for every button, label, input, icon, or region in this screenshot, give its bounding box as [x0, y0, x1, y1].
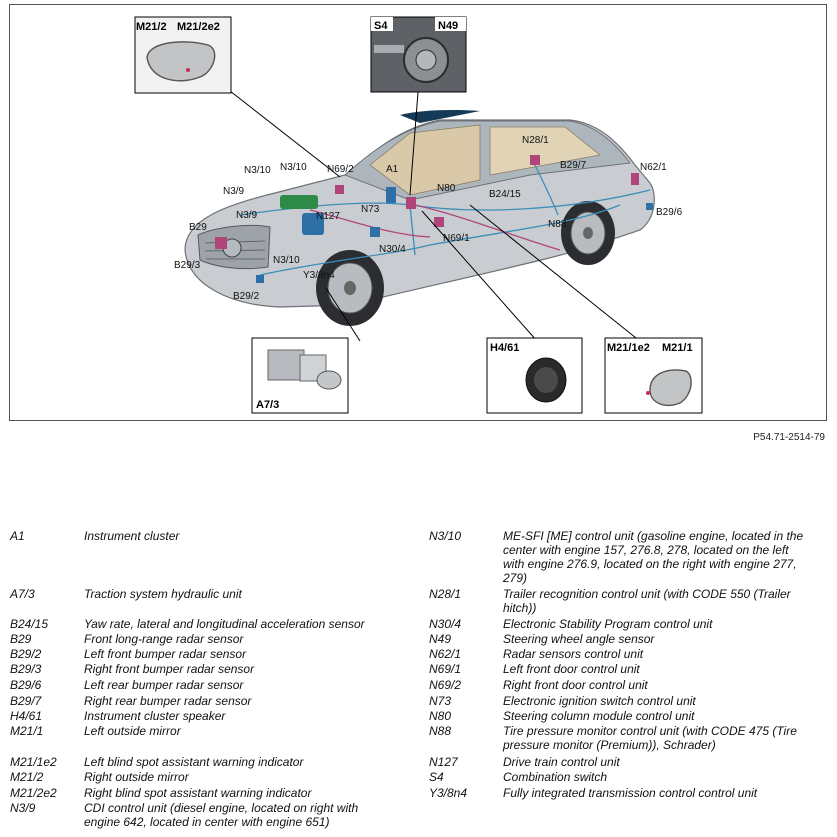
inset-label: H4/61 [490, 342, 519, 354]
callout-label: N73 [361, 204, 380, 215]
legend-code: B29/2 [10, 647, 42, 661]
inset-hydraulic-unit: A7/3 [251, 337, 349, 414]
callout-label: N62/1 [640, 162, 667, 173]
callout-label: N69/1 [443, 233, 470, 244]
legend-description: Instrument cluster speaker [84, 709, 226, 723]
legend-code: B29/7 [10, 694, 42, 708]
callout-label: N3/10 [280, 162, 307, 173]
callout-label: N69/2 [327, 164, 354, 175]
legend-description: Traction system hydraulic unit [84, 587, 242, 601]
legend-code: S4 [429, 770, 444, 784]
legend-description: CDI control unit (diesel engine, located… [84, 801, 359, 829]
legend-code: A7/3 [10, 587, 35, 601]
callout-label: N3/10 [273, 255, 300, 266]
legend-description: Steering wheel angle sensor [503, 632, 655, 646]
inset-label: M21/1 [662, 342, 693, 354]
legend-description: Right front bumper radar sensor [84, 662, 255, 676]
legend-code: N127 [429, 755, 458, 769]
components [215, 155, 653, 283]
inset-right-mirror: M21/2 M21/2e2 [134, 16, 232, 94]
legend-description: Electronic ignition switch control unit [503, 694, 696, 708]
legend-code: Y3/8n4 [429, 786, 468, 800]
legend-description: Right front door control unit [503, 678, 648, 692]
legend-code: B24/15 [10, 617, 49, 631]
legend-description: Right rear bumper radar sensor [84, 694, 252, 708]
callout-label: B29/6 [656, 207, 683, 218]
callout-label: B29/2 [233, 291, 260, 302]
legend-description: Electronic Stability Program control uni… [503, 617, 713, 631]
callout-labels: N28/1 B29/7 N62/1 B29/6 N3/10 N3/10 N69/… [174, 135, 683, 302]
legend-code: N30/4 [429, 617, 462, 631]
legend-description: Left rear bumper radar sensor [84, 678, 244, 692]
inset-steering-column: S4 N49 [370, 16, 467, 93]
callout-label: N127 [316, 211, 340, 222]
legend-code: N3/10 [429, 529, 462, 543]
figure-code: P54.71-2514-79 [753, 432, 825, 443]
callout-label: N28/1 [522, 135, 549, 146]
inset-speaker: H4/61 [486, 337, 583, 414]
legend-description: Front long-range radar sensor [84, 632, 244, 646]
car-body [184, 110, 655, 308]
inset-label: M21/1e2 [607, 342, 650, 354]
callout-label: N88 [548, 219, 567, 230]
car-illustration: M21/2 M21/2e2 S4 N49 A7/3 H4/61 [134, 16, 703, 414]
callout-label: B29 [189, 222, 207, 233]
legend-description: Drive train control unit [503, 755, 620, 769]
diagram-figure: M21/2 M21/2e2 S4 N49 A7/3 H4/61 [9, 4, 827, 421]
legend-code: N49 [429, 632, 452, 646]
legend-code: B29 [10, 632, 32, 646]
legend-code: H4/61 [10, 709, 43, 723]
inset-label: S4 [374, 20, 388, 32]
legend-code: N69/2 [429, 678, 462, 692]
legend-description: ME-SFI [ME] control unit (gasoline engin… [503, 529, 804, 585]
legend-code: M21/1e2 [10, 755, 57, 769]
legend-description: Left blind spot assistant warning indica… [84, 755, 304, 769]
callout-label: A1 [386, 164, 399, 175]
rear-wheel [561, 201, 615, 265]
inset-label: N49 [438, 20, 458, 32]
callout-label: N3/9 [223, 186, 245, 197]
callout-label: B24/15 [489, 189, 521, 200]
callout-label: N3/10 [244, 165, 271, 176]
callout-label: B29/3 [174, 260, 201, 271]
legend-code: N3/9 [10, 801, 36, 815]
callout-label: Y3/8n4 [303, 270, 335, 281]
legend-description: Right outside mirror [84, 770, 189, 784]
leader-lines [229, 90, 637, 342]
legend-code: M21/2e2 [10, 786, 57, 800]
legend-description: Radar sensors control unit [503, 647, 644, 661]
legend-description: Fully integrated transmission control co… [503, 786, 758, 800]
legend-code: N88 [429, 724, 452, 738]
callout-label: N3/9 [236, 210, 258, 221]
legend-code: M21/2 [10, 770, 44, 784]
legend-description: Left outside mirror [84, 724, 181, 738]
legend-description: Trailer recognition control unit (with C… [503, 587, 791, 615]
inset-label: A7/3 [256, 399, 279, 411]
legend-description: Tire pressure monitor control unit (with… [503, 724, 797, 752]
legend-code: B29/3 [10, 662, 42, 676]
callout-label: N30/4 [379, 244, 406, 255]
legend-code: M21/1 [10, 724, 44, 738]
legend-code: N73 [429, 694, 452, 708]
inset-left-mirror: M21/1e2 M21/1 [604, 337, 703, 414]
callout-label: B29/7 [560, 160, 587, 171]
legend-description: Left front bumper radar sensor [84, 647, 247, 661]
legend-description: Left front door control unit [503, 662, 640, 676]
callout-label: N80 [437, 183, 456, 194]
inset-label: M21/2e2 [177, 21, 220, 33]
legend-description: Instrument cluster [84, 529, 180, 543]
legend-code: N62/1 [429, 647, 462, 661]
front-wheel [316, 250, 384, 326]
legend-description: Yaw rate, lateral and longitudinal accel… [84, 617, 365, 631]
legend-description: Combination switch [503, 770, 608, 784]
legend-code: N80 [429, 709, 452, 723]
legend-code: N69/1 [429, 662, 462, 676]
legend-code: A1 [10, 529, 25, 543]
legend-code: N28/1 [429, 587, 462, 601]
legend-description: Steering column module control unit [503, 709, 695, 723]
inset-label: M21/2 [136, 21, 167, 33]
legend-description: Right blind spot assistant warning indic… [84, 786, 312, 800]
legend-code: B29/6 [10, 678, 42, 692]
